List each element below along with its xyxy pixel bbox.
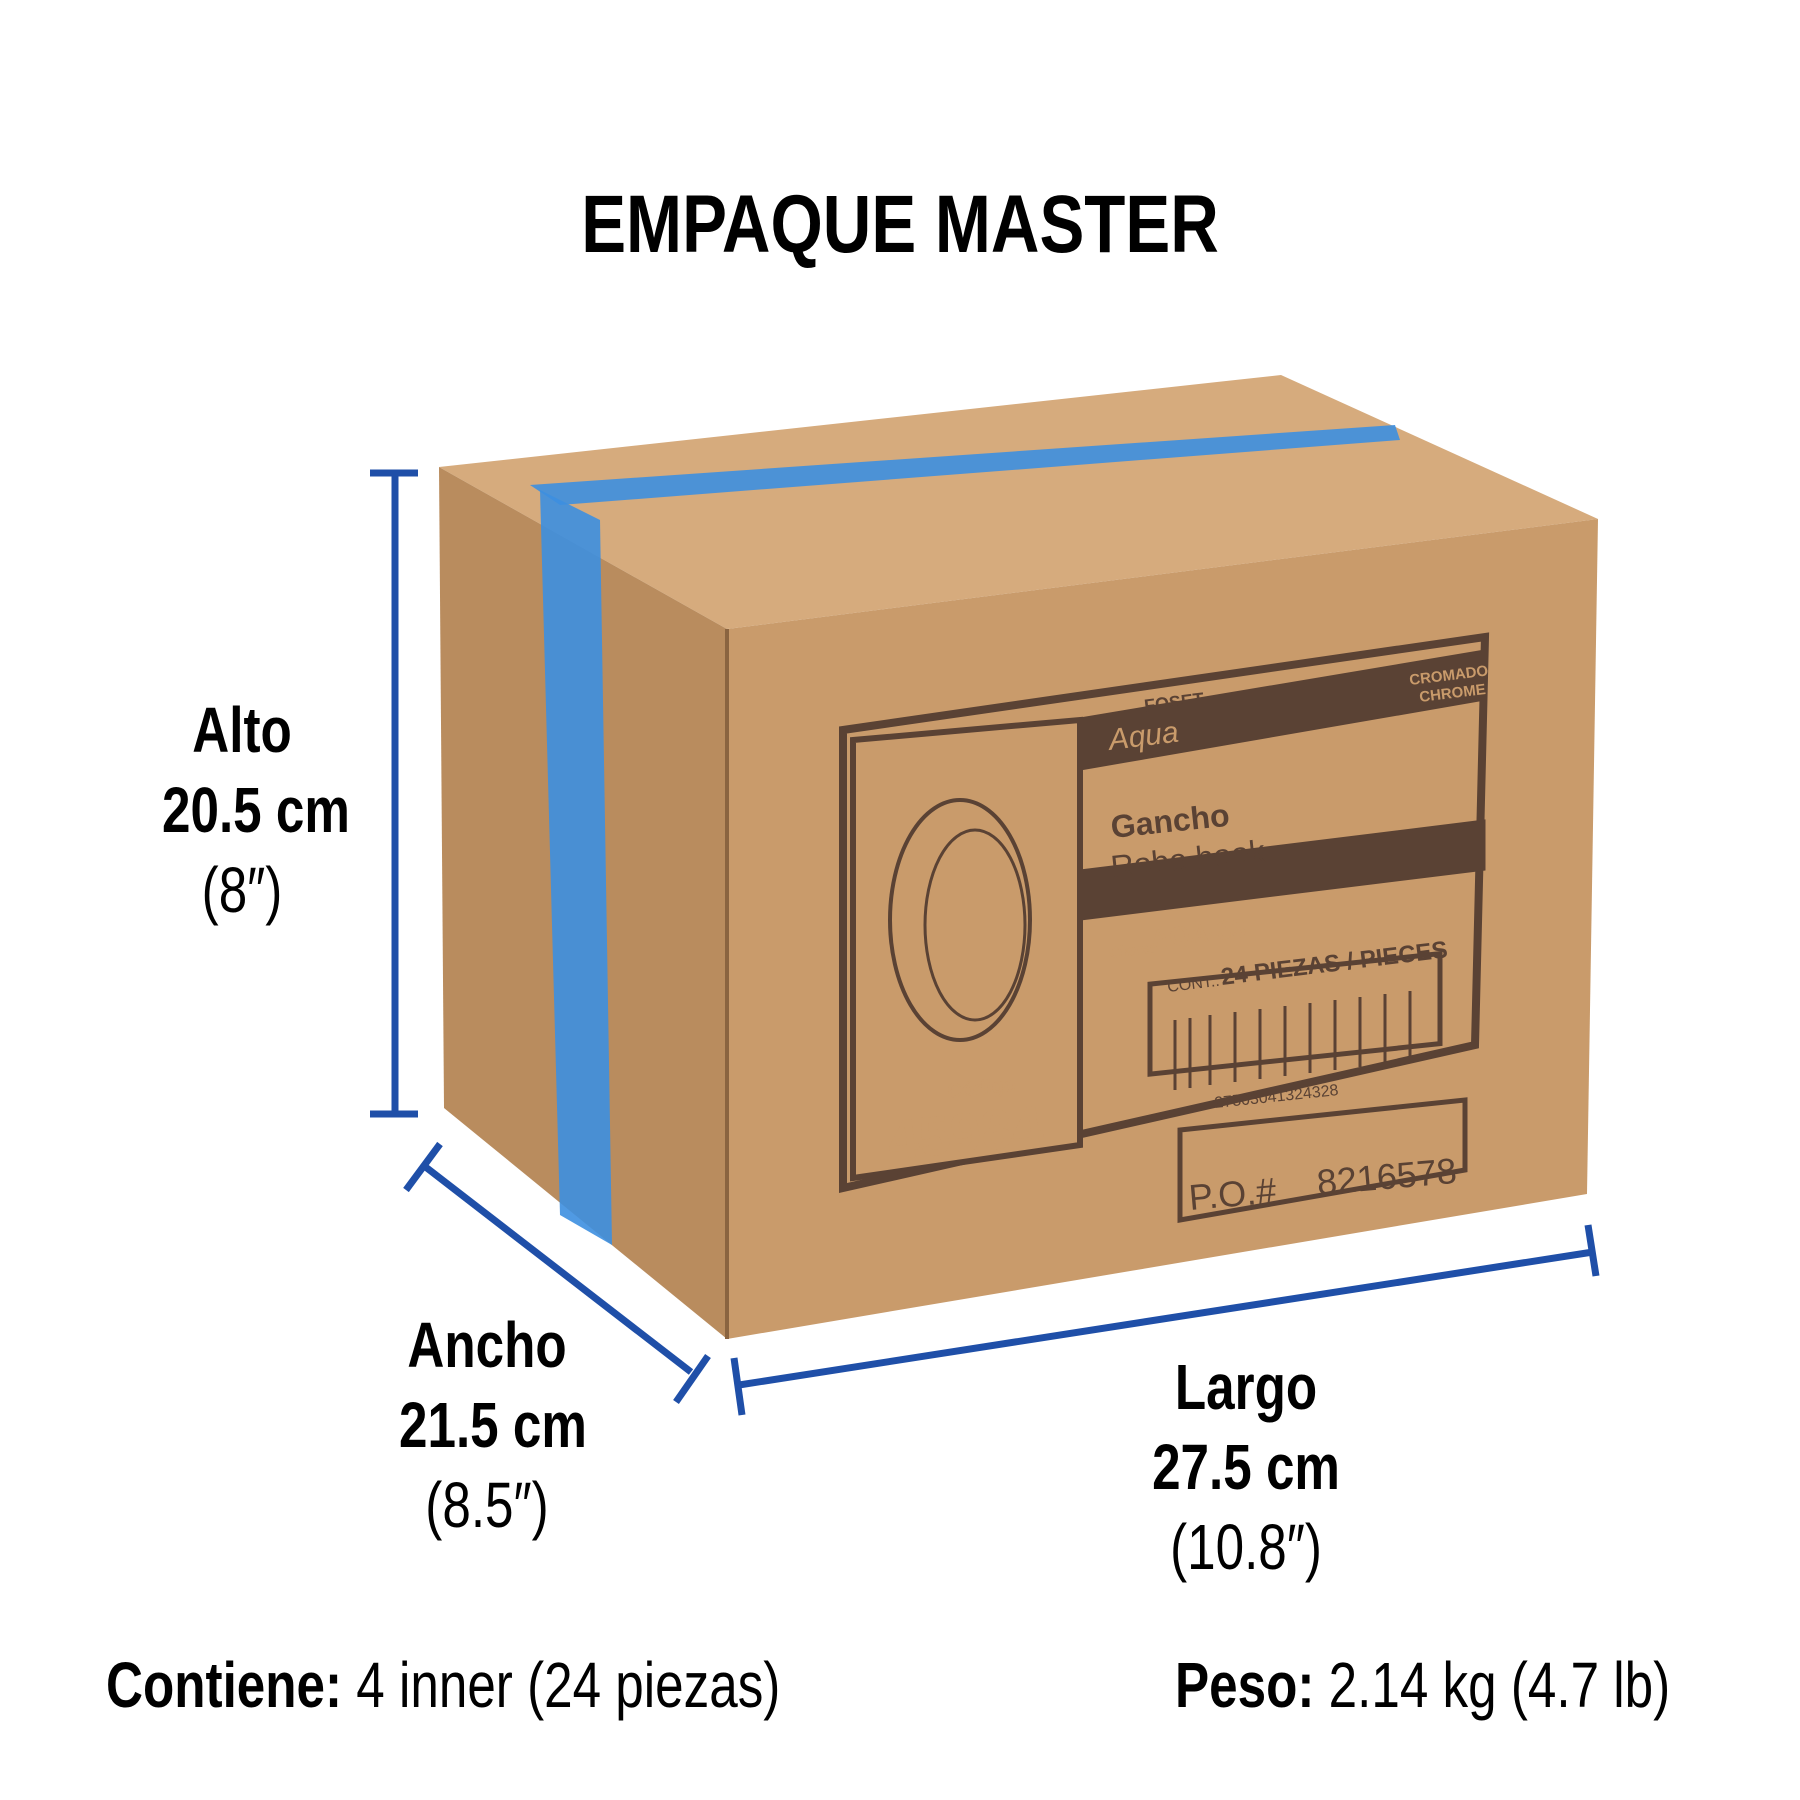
alto-dimension-line bbox=[370, 469, 418, 1118]
largo-imperial: (10.8″) bbox=[1170, 1511, 1322, 1583]
box-front-label bbox=[839, 632, 1490, 1223]
barcode bbox=[1173, 991, 1412, 1090]
largo-dimension-line bbox=[730, 1224, 1600, 1416]
cont-label: CONT.: bbox=[1166, 973, 1220, 996]
clave-label: Clave: bbox=[1108, 940, 1155, 962]
alto-dimension-label: Alto 20.5 cm (8″) bbox=[162, 690, 350, 930]
ancho-dimension-line bbox=[403, 1141, 711, 1404]
ancho-label: Ancho bbox=[407, 1309, 567, 1381]
peso-label: Peso: bbox=[1175, 1649, 1315, 1721]
ancho-metric: 21.5 cm bbox=[399, 1389, 587, 1461]
largo-dimension-label: Largo 27.5 cm (10.8″) bbox=[1150, 1347, 1342, 1587]
tape-side bbox=[540, 490, 612, 1245]
tape-top bbox=[530, 425, 1400, 505]
page-title: EMPAQUE MASTER bbox=[581, 179, 1219, 270]
ancho-dimension-label: Ancho 21.5 cm (8.5″) bbox=[399, 1305, 587, 1545]
peso-value: 2.14 kg (4.7 lb) bbox=[1328, 1649, 1671, 1721]
alto-imperial: (8″) bbox=[201, 854, 283, 926]
alto-metric: 20.5 cm bbox=[162, 774, 350, 846]
alto-label: Alto bbox=[192, 694, 292, 766]
ancho-imperial: (8.5″) bbox=[425, 1469, 549, 1541]
largo-metric: 27.5 cm bbox=[1152, 1431, 1340, 1503]
contiene-value: 4 inner (24 piezas) bbox=[356, 1649, 781, 1721]
contiene-label: Contiene: bbox=[106, 1649, 343, 1721]
contents-info: Contiene: 4 inner (24 piezas) bbox=[106, 1648, 780, 1722]
po-label: P.O.# bbox=[1187, 1170, 1278, 1218]
largo-label: Largo bbox=[1174, 1351, 1318, 1423]
weight-info: Peso: 2.14 kg (4.7 lb) bbox=[1175, 1648, 1670, 1722]
